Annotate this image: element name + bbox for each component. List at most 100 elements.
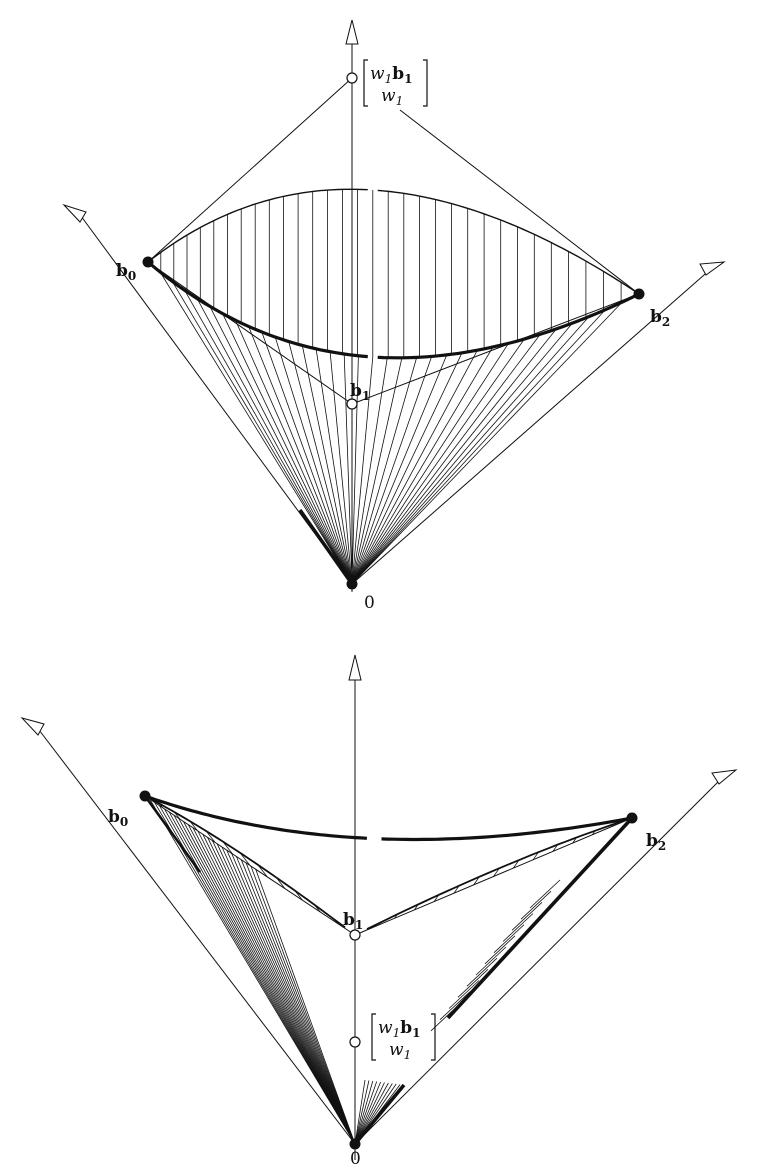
bottom-b0-point xyxy=(139,790,151,802)
bottom-left-lens-arc xyxy=(144,795,346,929)
hatch-line xyxy=(351,357,418,585)
hatch-line xyxy=(255,869,356,1145)
hatch-line xyxy=(529,879,561,909)
top-b2-label: b2 xyxy=(650,307,670,329)
hatch-line xyxy=(221,846,356,1145)
hatch-line xyxy=(493,924,525,953)
top-b2-to-lifted-line xyxy=(399,109,640,295)
hatch-line xyxy=(354,1082,389,1145)
hatch-line xyxy=(351,357,403,585)
hatch-line xyxy=(351,350,478,585)
top-axis-arrowhead xyxy=(345,19,359,45)
bottom-origin-point xyxy=(349,1138,361,1150)
top-b0-point xyxy=(142,256,154,268)
hatch-line xyxy=(351,352,463,585)
bottom-upper-bold-arc xyxy=(144,794,633,842)
hatch-line xyxy=(159,271,353,585)
top-upper-conic-arc xyxy=(147,188,640,295)
hatch-line xyxy=(475,946,507,976)
hatch-line xyxy=(484,935,516,965)
top-lifted-point xyxy=(346,72,358,84)
bottom-figure: b0 b2 b1 0 w1b1 w1 xyxy=(20,654,738,1169)
hatch-line xyxy=(354,1081,378,1145)
bottom-right-ray xyxy=(354,777,723,1145)
top-b0-label: b0 xyxy=(116,261,136,283)
hatch-line xyxy=(149,798,356,1145)
hatch-line xyxy=(274,336,353,585)
hatch-line xyxy=(184,290,353,585)
hatch-line xyxy=(351,316,590,585)
hatch-line xyxy=(235,320,353,585)
bottom-lifted-point xyxy=(349,1036,361,1048)
top-right-arrowhead xyxy=(699,261,726,276)
top-homogeneous-vector: w1b1 w1 xyxy=(363,59,428,108)
hatch-line xyxy=(351,357,388,585)
hatch-line xyxy=(351,334,541,585)
hatch-line xyxy=(354,1081,381,1145)
hatch-line xyxy=(209,306,353,585)
bottom-b0-to-b1-line xyxy=(144,795,356,936)
hatch-line xyxy=(248,326,353,585)
hatch-line xyxy=(351,356,433,585)
bottom-b2-label: b2 xyxy=(646,831,666,853)
top-bold-edge xyxy=(298,508,354,586)
hatch-line xyxy=(226,850,356,1145)
svg-text:w1b1: w1b1 xyxy=(370,64,412,86)
top-b1-point xyxy=(346,398,358,410)
top-b1-label: b1 xyxy=(350,381,370,403)
bottom-b1-label: b1 xyxy=(343,910,363,932)
bottom-thick-right-edge xyxy=(446,816,634,1020)
top-origin-label: 0 xyxy=(364,593,375,613)
hatch-line xyxy=(236,856,356,1145)
hatch-line xyxy=(197,830,356,1145)
hatch-line xyxy=(216,843,356,1145)
bottom-thick-lower-edge xyxy=(353,1083,406,1146)
hatch-line xyxy=(351,356,374,585)
bottom-homogeneous-vector: w1b1 w1 xyxy=(371,1013,436,1062)
svg-text:w1: w1 xyxy=(389,1040,411,1062)
hatch-line xyxy=(351,343,509,585)
hatch-line xyxy=(192,827,356,1145)
top-figure: b0 b2 b1 0 w1b1 w1 xyxy=(62,19,726,613)
hatch-line xyxy=(493,868,500,877)
hatch-line xyxy=(448,980,480,1009)
svg-text:w1: w1 xyxy=(381,86,403,108)
hatch-line xyxy=(351,354,448,585)
hatch-line xyxy=(329,351,353,585)
hatch-line xyxy=(351,346,494,585)
hatch-line xyxy=(351,322,573,585)
top-b0-to-lifted-line xyxy=(147,77,353,263)
hatch-line xyxy=(351,301,623,585)
top-left-arrowhead xyxy=(62,203,87,223)
hatch-line xyxy=(231,853,356,1145)
hatch-line xyxy=(187,824,356,1145)
hatch-line xyxy=(245,862,356,1145)
top-right-ray xyxy=(351,267,713,585)
bottom-origin-label: 0 xyxy=(350,1149,361,1169)
hatch-line xyxy=(354,1080,374,1145)
hatch-line xyxy=(240,859,356,1145)
hatch-line xyxy=(351,355,359,585)
bottom-axis-arrowhead xyxy=(348,654,362,681)
bottom-b2-point xyxy=(626,812,638,824)
hatch-line xyxy=(183,821,356,1145)
hatch-line xyxy=(354,1082,385,1145)
hatch-line xyxy=(222,313,353,585)
top-b2-to-b1-line xyxy=(351,293,640,405)
bottom-right-arrowhead xyxy=(711,769,738,785)
hatch-line xyxy=(173,814,356,1145)
hatch-line xyxy=(196,298,353,585)
hatch-line xyxy=(171,281,353,585)
hatch-line xyxy=(520,890,552,920)
hatch-line xyxy=(250,865,356,1145)
hatch-line xyxy=(511,902,543,931)
bottom-b1-point xyxy=(349,929,361,941)
hatch-line xyxy=(457,969,489,998)
hatch-line xyxy=(154,802,356,1145)
top-b0-to-b1-line xyxy=(147,261,353,405)
hatch-line xyxy=(351,309,606,585)
bottom-left-arrowhead xyxy=(20,717,45,736)
hatch-line xyxy=(202,834,356,1145)
